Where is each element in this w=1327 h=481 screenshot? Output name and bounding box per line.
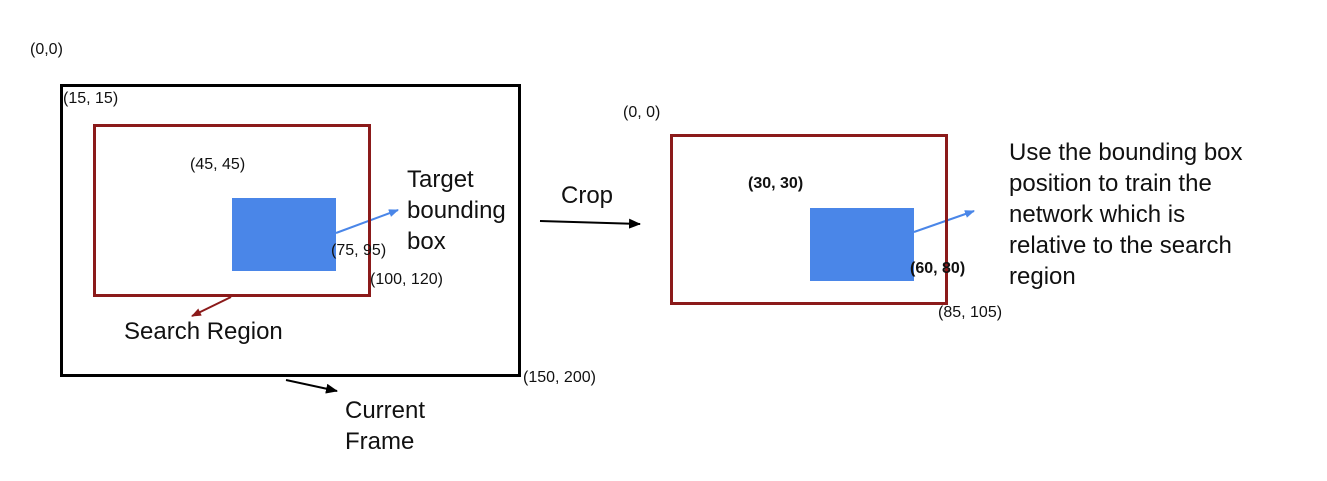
cropped-search-region-box (670, 134, 948, 305)
coord-frame-origin: (0,0) (30, 41, 63, 58)
coord-target-bottom-right: (75, 95) (331, 242, 387, 259)
search-region-arrow (191, 296, 232, 317)
coord-frame-bottom-right: (150, 200) (523, 369, 596, 386)
search-region-label: Search Region (124, 318, 283, 345)
search-region-box (93, 124, 371, 297)
explanation-label: Use the bounding box position to train t… (1009, 139, 1243, 290)
coord-frame-top-left: (15, 15) (63, 90, 119, 107)
coord-crop-target-bottom-right: (60, 80) (910, 260, 966, 277)
cropped-target-bounding-box (810, 208, 914, 281)
target-bounding-box (232, 198, 336, 271)
current-frame-box (60, 84, 521, 377)
crop-target-arrow (913, 210, 975, 233)
crop-arrow (539, 218, 641, 229)
coord-crop-target-top-left: (30, 30) (748, 175, 804, 192)
coord-search-bottom-right: (100, 120) (370, 271, 443, 288)
target-bbox-arrow (335, 209, 399, 234)
coord-crop-bottom-right: (85, 105) (938, 304, 1003, 321)
coord-search-top-left: (45, 45) (190, 156, 246, 173)
crop-label: Crop (561, 182, 614, 209)
target-bbox-label: Target bounding box (407, 166, 506, 255)
current-frame-label: Current Frame (345, 397, 426, 455)
current-frame-arrow (285, 379, 338, 394)
coord-crop-origin: (0, 0) (623, 104, 661, 121)
